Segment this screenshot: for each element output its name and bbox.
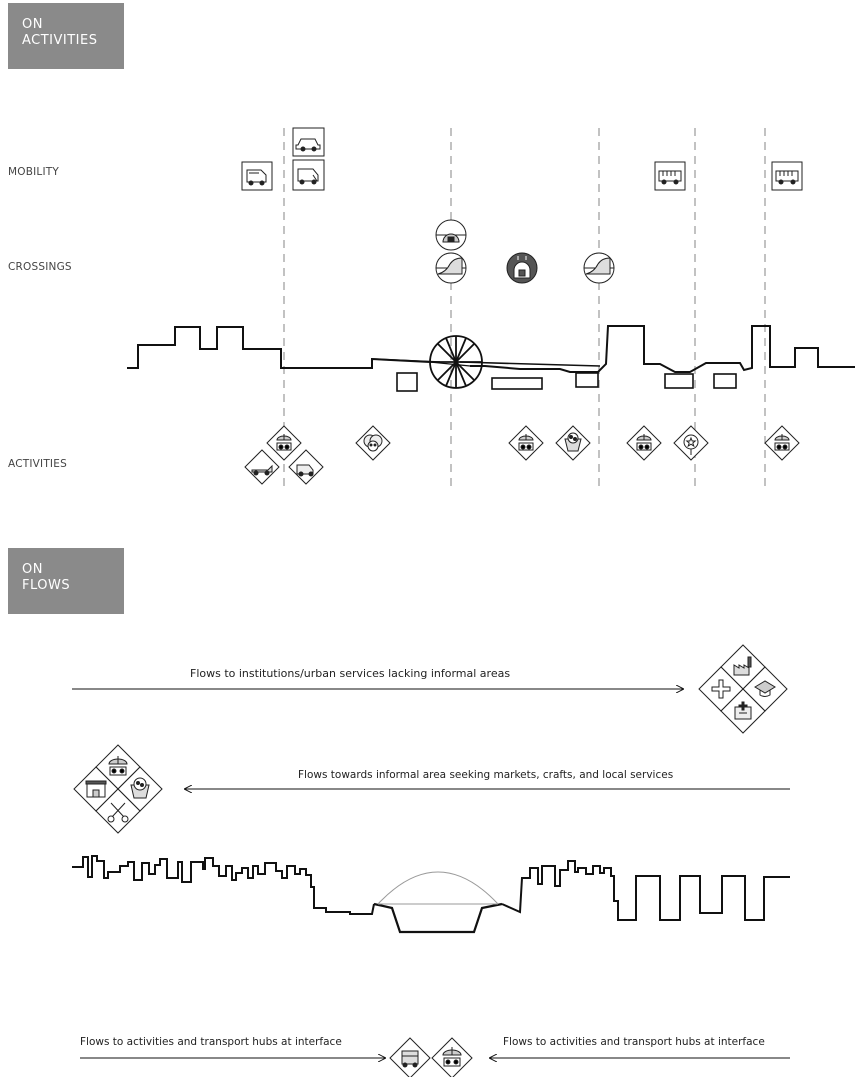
flows-section-profile bbox=[72, 855, 790, 934]
basket-icon bbox=[555, 425, 591, 461]
dashed-guides bbox=[283, 128, 766, 492]
ferris-wheel-icon bbox=[429, 335, 483, 389]
pier bbox=[396, 372, 418, 392]
market-stall-icon bbox=[431, 1037, 473, 1077]
ramp-icon bbox=[435, 252, 467, 284]
pier bbox=[713, 373, 737, 389]
car-icon bbox=[292, 127, 325, 157]
market-stall-icon bbox=[764, 425, 800, 461]
tunnel-icon bbox=[435, 219, 467, 251]
activities-section-profile bbox=[127, 325, 855, 392]
river-channel bbox=[373, 902, 503, 934]
mosque-icon bbox=[673, 425, 709, 461]
hospital-icon bbox=[720, 688, 766, 734]
market-stall-icon bbox=[626, 425, 662, 461]
ramp-icon bbox=[583, 252, 615, 284]
pier bbox=[491, 377, 543, 390]
market-stall-icon bbox=[266, 425, 302, 461]
pier bbox=[575, 372, 599, 388]
flow-caption-left-interface: Flows to activities and transport hubs a… bbox=[80, 1036, 342, 1048]
bus-icon bbox=[654, 161, 686, 191]
crafts-icon bbox=[95, 788, 141, 834]
badge-line-2: ACTIVITIES bbox=[22, 33, 98, 48]
flow-caption-inbound: Flows towards informal area seeking mark… bbox=[298, 769, 674, 781]
row-label-mobility: MOBILITY bbox=[8, 166, 59, 178]
local-services-cluster bbox=[73, 744, 163, 834]
skyline-right bbox=[470, 325, 855, 373]
badge-line-1: ON bbox=[22, 562, 43, 577]
badge-line-1: ON bbox=[22, 17, 43, 32]
bus-icon bbox=[389, 1037, 431, 1077]
livestock-icon bbox=[355, 425, 391, 461]
vehicle-repair-icon bbox=[244, 449, 280, 485]
section-badge-flows: ON FLOWS bbox=[8, 548, 124, 614]
underpass-icon bbox=[506, 252, 538, 284]
flow-arrows bbox=[72, 689, 790, 1058]
crossing-icons bbox=[435, 219, 615, 284]
bus-icon bbox=[771, 161, 803, 191]
activity-icons bbox=[244, 425, 800, 485]
mobility-icons bbox=[241, 127, 803, 191]
skyline-left bbox=[127, 326, 431, 369]
section-badge-activities: ON ACTIVITIES bbox=[8, 3, 124, 69]
flow-caption-right-interface: Flows to activities and transport hubs a… bbox=[503, 1036, 765, 1048]
services-cluster bbox=[698, 644, 788, 734]
row-label-activities: ACTIVITIES bbox=[8, 458, 67, 470]
van-icon bbox=[292, 159, 325, 191]
interface-cluster bbox=[389, 1037, 473, 1077]
market-stall-icon bbox=[508, 425, 544, 461]
flow-caption-outbound: Flows to institutions/urban services lac… bbox=[190, 667, 511, 680]
badge-line-2: FLOWS bbox=[22, 578, 71, 593]
skyline-left bbox=[72, 855, 375, 915]
row-label-crossings: CROSSINGS bbox=[8, 261, 72, 273]
skyline-right bbox=[501, 860, 790, 921]
cart-icon bbox=[288, 449, 324, 485]
minibus-icon bbox=[241, 161, 273, 191]
pier bbox=[664, 373, 694, 389]
bridge-arch bbox=[377, 871, 499, 905]
deck-slab bbox=[371, 358, 601, 368]
